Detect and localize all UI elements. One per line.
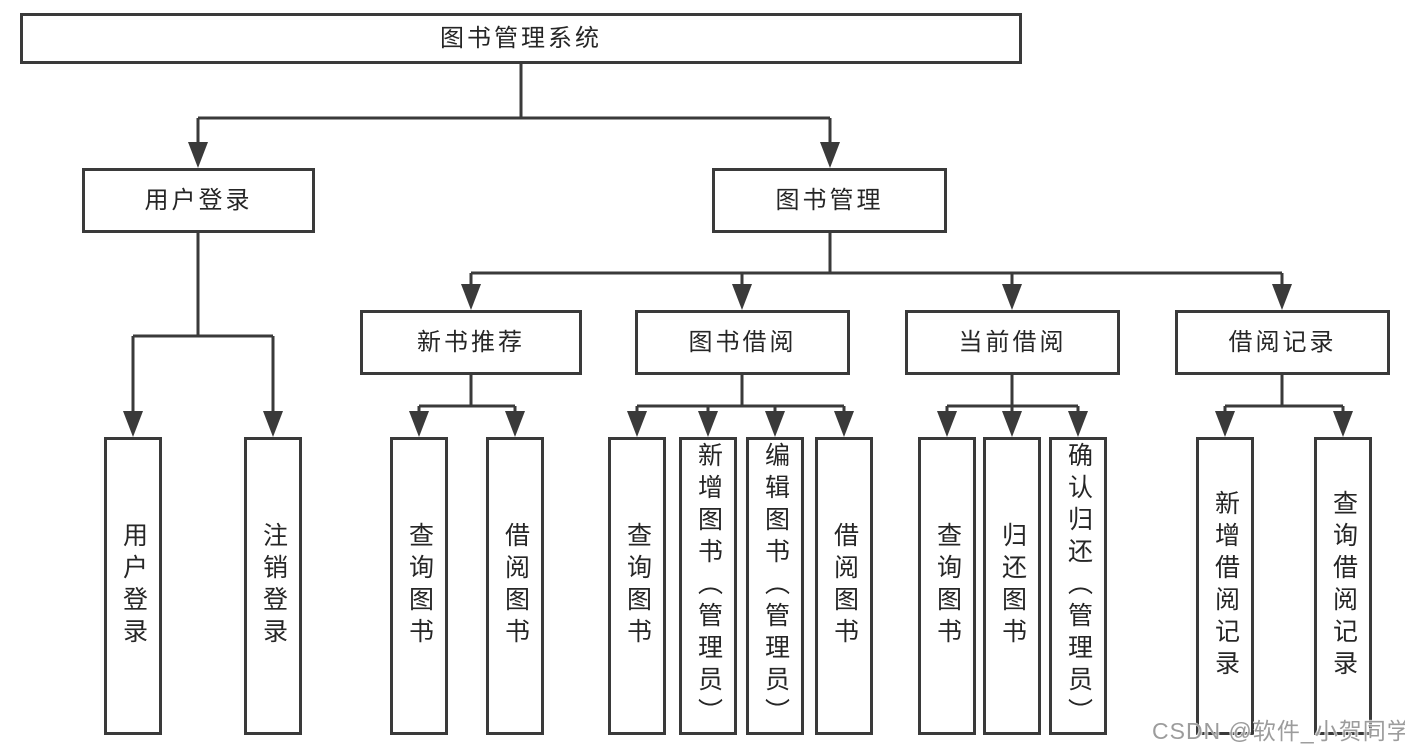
node-label: 查询图书	[405, 522, 434, 650]
connector-mgmt-to-level3	[469, 233, 1284, 288]
node-label: 新增借阅记录	[1211, 490, 1240, 682]
node-label: 编辑图书（管理员）	[761, 442, 790, 730]
arrowhead-icon	[461, 284, 481, 310]
node-borrow-records: 借阅记录	[1175, 310, 1390, 375]
node-current-borrow: 当前借阅	[905, 310, 1120, 375]
leaf-add-borrow-record: 新增借阅记录	[1196, 437, 1254, 735]
node-label: 用户登录	[119, 522, 148, 650]
node-user-login: 用户登录	[82, 168, 315, 233]
node-book-management: 图书管理	[712, 168, 947, 233]
arrowhead-icon	[1068, 411, 1088, 437]
connector-login-to-leaves	[131, 233, 275, 414]
leaf-query-books-recommend: 查询图书	[390, 437, 448, 735]
node-label: 查询图书	[623, 522, 652, 650]
arrowhead-icon	[263, 411, 283, 437]
leaf-borrow-books: 借阅图书	[815, 437, 873, 735]
node-label: 用户登录	[144, 186, 253, 214]
leaf-borrow-books-recommend: 借阅图书	[486, 437, 544, 735]
leaf-confirm-return-admin: 确认归还（管理员）	[1049, 437, 1107, 735]
connector-root-to-level2	[196, 64, 832, 146]
node-label: 图书管理	[775, 186, 884, 214]
node-label: 确认归还（管理员）	[1064, 442, 1093, 730]
node-label: 图书借阅	[688, 328, 797, 356]
node-label: 注销登录	[259, 522, 288, 650]
node-label: 新书推荐	[417, 328, 525, 356]
leaf-logout: 注销登录	[244, 437, 302, 735]
node-label: 当前借阅	[958, 328, 1067, 356]
arrowhead-icon	[765, 411, 785, 437]
node-label: 归还图书	[998, 522, 1027, 650]
connector-current-to-leaves	[945, 375, 1080, 414]
arrowhead-icon	[1002, 411, 1022, 437]
arrowhead-icon	[1002, 284, 1022, 310]
arrowhead-icon	[409, 411, 429, 437]
node-label: 借阅图书	[501, 522, 530, 650]
arrowhead-icon	[834, 411, 854, 437]
node-label: 借阅记录	[1228, 328, 1337, 356]
node-new-book-recommend: 新书推荐	[360, 310, 582, 375]
node-label: 查询图书	[933, 522, 962, 650]
node-library-system: 图书管理系统	[20, 13, 1022, 64]
csdn-watermark: CSDN @软件_小贺同学	[1152, 718, 1405, 744]
arrowhead-icon	[1333, 411, 1353, 437]
arrowhead-icon	[123, 411, 143, 437]
node-label: 图书管理系统	[440, 24, 602, 52]
arrowhead-icon	[1272, 284, 1292, 310]
connector-recommend-to-leaves	[417, 375, 517, 414]
leaf-user-login: 用户登录	[104, 437, 162, 735]
arrowhead-icon	[937, 411, 957, 437]
arrowhead-icon	[820, 142, 840, 168]
node-label: 新增图书（管理员）	[694, 442, 723, 730]
arrowhead-icon	[188, 142, 208, 168]
leaf-add-books-admin: 新增图书（管理员）	[679, 437, 737, 735]
node-label: 查询借阅记录	[1329, 490, 1358, 682]
leaf-return-books: 归还图书	[983, 437, 1041, 735]
connector-records-to-leaves	[1223, 375, 1345, 414]
leaf-edit-books-admin: 编辑图书（管理员）	[746, 437, 804, 735]
arrowhead-icon	[1215, 411, 1235, 437]
arrowhead-icon	[698, 411, 718, 437]
node-label: 借阅图书	[830, 522, 859, 650]
arrowhead-icon	[627, 411, 647, 437]
leaf-query-books-current: 查询图书	[918, 437, 976, 735]
connector-borrow-to-leaves	[635, 375, 846, 414]
leaf-query-books-borrow: 查询图书	[608, 437, 666, 735]
node-book-borrow: 图书借阅	[635, 310, 850, 375]
leaf-query-borrow-record: 查询借阅记录	[1314, 437, 1372, 735]
arrowhead-icon	[732, 284, 752, 310]
arrowhead-icon	[505, 411, 525, 437]
